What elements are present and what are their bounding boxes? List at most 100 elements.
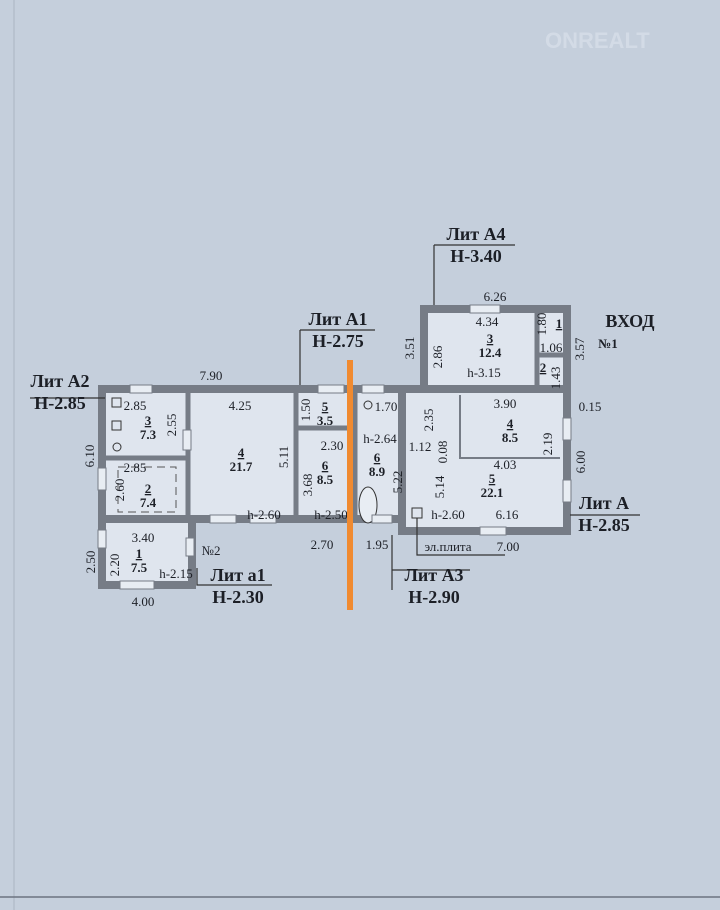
window	[97, 529, 107, 549]
window	[479, 526, 507, 536]
dimension-label: 6.10	[82, 445, 97, 468]
room-number: 1	[136, 546, 143, 561]
dimension-label: 4.00	[132, 594, 155, 609]
window	[119, 580, 155, 590]
room-number: 4	[507, 416, 514, 431]
windows	[97, 304, 572, 590]
dimension-label: 2.20	[107, 554, 122, 577]
boiler-icon	[112, 442, 122, 452]
window	[185, 537, 195, 557]
block-name: Лит А	[579, 493, 629, 513]
bathtub-icon	[358, 486, 378, 524]
toilet-icon	[363, 400, 373, 410]
dimension-label: 1.12	[409, 439, 432, 454]
dimension-label: 5.14	[432, 475, 447, 498]
room-area: 8.9	[369, 464, 386, 479]
dimension-label: 1.80	[534, 313, 549, 336]
dimension-label: 4.03	[494, 457, 517, 472]
dimension-label: 2.30	[321, 438, 344, 453]
dimension-label: 2.85	[124, 398, 147, 413]
block-height: Н-2.85	[34, 393, 86, 413]
window	[562, 417, 572, 441]
block-height: Н-2.90	[408, 587, 460, 607]
dimension-label: h-2.64	[363, 431, 397, 446]
window	[562, 479, 572, 503]
dimension-label: 2.85	[124, 460, 147, 475]
block-name: Лит А3	[404, 565, 463, 585]
block-height: Н-2.75	[312, 331, 364, 351]
heater-icon	[111, 420, 122, 431]
dimension-label: 1.50	[298, 399, 313, 422]
dimension-label: 3.68	[300, 474, 315, 497]
room-area: 12.4	[479, 345, 502, 360]
lit-a1-porch-outline	[98, 515, 196, 589]
dimension-label: h-2.15	[159, 566, 193, 581]
dimension-label: 7.00	[497, 539, 520, 554]
block-name: Лит А4	[446, 224, 505, 244]
dimension-label: 3.90	[494, 396, 517, 411]
room-number: 6	[322, 458, 329, 473]
room-number: 6	[374, 450, 381, 465]
watermark-logo: ONREALT	[545, 28, 650, 53]
room-area: 22.1	[481, 485, 504, 500]
dimension-label: 2.35	[421, 409, 436, 432]
block-name: Лит А2	[30, 371, 89, 391]
room-area: 8.5	[317, 472, 334, 487]
dimension-label: 4.25	[229, 398, 252, 413]
dimension-label: 2.60	[112, 479, 127, 502]
window	[182, 429, 192, 451]
room-area: 3.5	[317, 413, 334, 428]
window	[129, 384, 153, 394]
room-number: 2	[145, 481, 152, 496]
dimension-label: 3.51	[402, 337, 417, 360]
dimension-label: h-2.50	[314, 507, 348, 522]
dimension-label: 2.70	[311, 537, 334, 552]
window	[361, 384, 385, 394]
entrance-door-number: №1	[598, 336, 618, 351]
dimension-label: 1.70	[375, 399, 398, 414]
block-name: Лит а1	[210, 565, 265, 585]
window	[97, 467, 107, 491]
dimension-label: 3.57	[572, 337, 587, 360]
dimension-label: 4.34	[476, 314, 499, 329]
cut-line-marker	[347, 360, 353, 610]
door-number-2: №2	[202, 543, 221, 558]
dimension-label: 0.08	[435, 441, 450, 464]
room-area: 8.5	[502, 430, 519, 445]
window	[469, 304, 501, 314]
dimension-label: 5.22	[390, 471, 405, 494]
room-area: 7.4	[140, 495, 157, 510]
label-leaders	[30, 244, 640, 590]
leader-line	[196, 568, 272, 586]
dimension-label: h-2.60	[247, 507, 281, 522]
dimension-label: 1.95	[366, 537, 389, 552]
block-height: Н-3.40	[450, 246, 502, 266]
room-area: 7.5	[131, 560, 148, 575]
dimension-label: 1.06	[540, 340, 563, 355]
room-area: 21.7	[230, 459, 253, 474]
dimension-label: 5.11	[276, 446, 291, 468]
window	[249, 514, 277, 524]
room-number: 2	[540, 360, 547, 375]
room-number: 5	[489, 471, 496, 486]
dimension-label: 0.15	[579, 399, 602, 414]
block-height: Н-2.30	[212, 587, 264, 607]
leader-line	[416, 518, 505, 556]
stove-label: эл.плита	[424, 539, 471, 554]
room-number: 5	[322, 399, 329, 414]
window	[371, 514, 393, 524]
dimension-label: 2.55	[164, 414, 179, 437]
block-name: Лит А1	[308, 309, 367, 329]
dimension-label: 2.86	[430, 345, 445, 368]
room-number: 4	[238, 445, 245, 460]
stove-outline	[117, 466, 177, 513]
partition-room4	[459, 395, 560, 459]
entrance-label: ВХОД	[605, 311, 655, 331]
dimension-label: 6.00	[573, 451, 588, 474]
block-height: Н-2.85	[578, 515, 630, 535]
dimension-label: 3.40	[132, 530, 155, 545]
dimension-label: h-2.60	[431, 507, 465, 522]
dimension-label: 2.50	[83, 551, 98, 574]
